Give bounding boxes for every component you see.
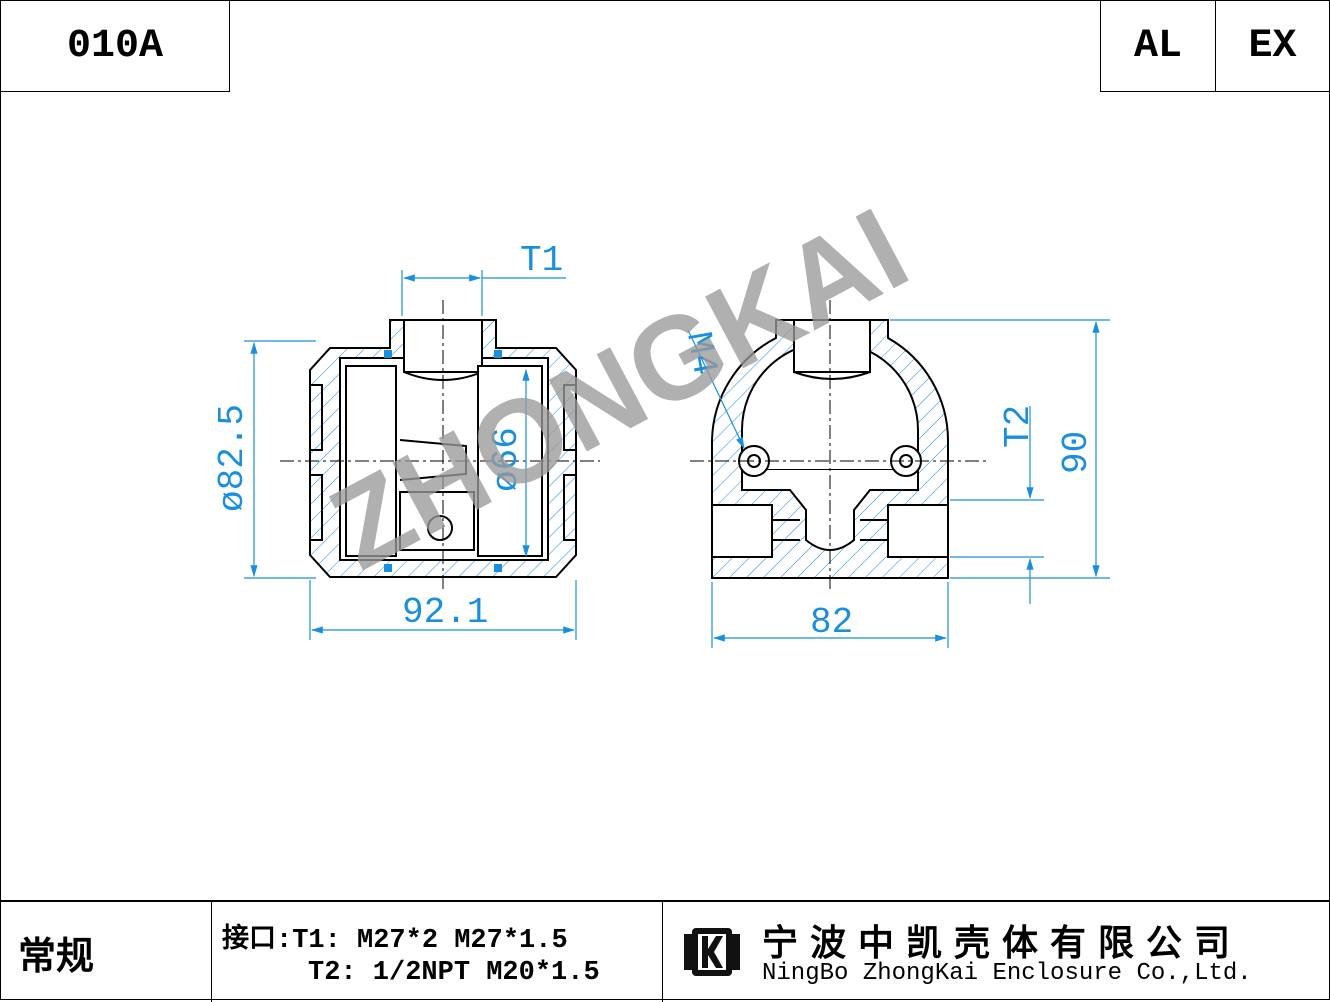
dim-side-height-label: 90	[1056, 431, 1097, 474]
title-block: 常规 接口:T1: M27*2 M27*1.5 T2: 1/2NPT M20*1…	[0, 900, 1330, 1002]
dim-inner-diameter-label: ø66	[486, 427, 527, 492]
dim-side-width-label: 82	[810, 602, 853, 643]
company-block: 宁波中凯壳体有限公司 NingBo ZhongKai Enclosure Co.…	[662, 902, 1330, 1002]
dim-m4-label: M4	[677, 329, 725, 379]
dim-outer-diameter-label: ø82.5	[212, 404, 253, 512]
dim-t1-label: T1	[520, 240, 563, 281]
port-spec-line-2: T2: 1/2NPT M20*1.5	[308, 958, 600, 988]
port-spec: 接口:T1: M27*2 M27*1.5 T2: 1/2NPT M20*1.5	[212, 902, 663, 1002]
company-logo-icon	[684, 928, 740, 976]
cert-tag: EX	[1215, 0, 1330, 92]
model-code: 010A	[0, 0, 230, 92]
dim-front-width-label: 92.1	[402, 592, 488, 633]
company-name-cn: 宁波中凯壳体有限公司	[762, 923, 1243, 964]
product-type: 常规	[0, 902, 212, 1002]
company-name-en: NingBo ZhongKai Enclosure Co.,Ltd.	[762, 960, 1252, 987]
dim-t2-label: T2	[998, 405, 1039, 448]
side-view	[711, 319, 949, 579]
port-spec-line-1: 接口:T1: M27*2 M27*1.5	[222, 926, 568, 956]
technical-drawing: T1 ø82.5 ø66 92.1 T2 90	[212, 183, 1110, 648]
